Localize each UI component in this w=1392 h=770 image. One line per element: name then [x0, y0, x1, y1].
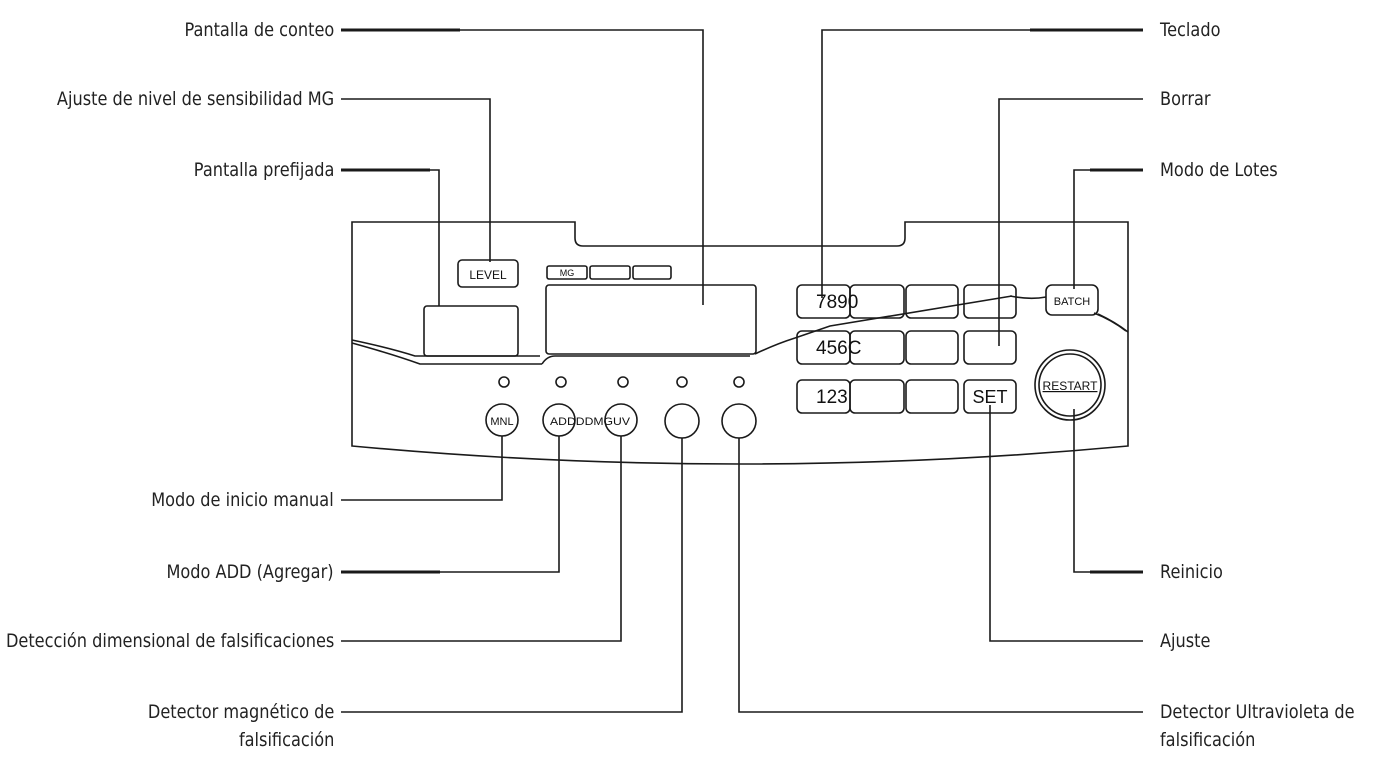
count-display [545, 284, 757, 355]
leader-detector-mag [341, 438, 683, 713]
indicator-2 [589, 265, 631, 280]
mnl-label: MNL [490, 416, 513, 428]
panel-waist-left [351, 339, 540, 357]
restart-button-outer[interactable] [1034, 349, 1106, 421]
callout-modo-inicio-manual: Modo de inicio manual [151, 489, 334, 511]
preset-display [423, 305, 519, 357]
leader-reinicio [1073, 409, 1143, 573]
panel-waist-left-lower [351, 342, 542, 365]
add-dd-mg-uv-label: ADDDDMGUV [550, 416, 631, 428]
batch-link [1009, 295, 1047, 300]
callout-detector-magnetico: Detector magnético de falsificación [147, 701, 334, 751]
leader-pantalla-prefijada [341, 169, 440, 306]
callout-borrar: Borrar [1160, 88, 1211, 110]
leader-detector-uv [738, 438, 1143, 713]
key-r1c2[interactable] [849, 284, 905, 319]
batch-label: BATCH [1054, 296, 1091, 308]
led-4 [676, 376, 688, 388]
led-3 [617, 376, 629, 388]
restart-button-inner [1038, 353, 1102, 417]
callout-teclado: Teclado [1160, 19, 1221, 41]
led-5 [733, 376, 745, 388]
batch-tail [1093, 312, 1127, 332]
key-row1-label: 7890 [816, 292, 858, 313]
leader-pantalla-conteo [341, 29, 704, 305]
callout-detector-uv: Detector Ultravioleta de falsificación [1160, 701, 1355, 751]
leader-ajuste-nivel [341, 98, 491, 262]
key-r1c3[interactable] [905, 284, 959, 319]
callout-ajuste-nivel: Ajuste de nivel de sensibilidad MG [56, 88, 334, 110]
mg-indicator [546, 265, 588, 280]
key-row2-label: 456C [816, 338, 861, 359]
callout-modo-add: Modo ADD (Agregar) [166, 561, 334, 583]
panel-outline [351, 221, 1129, 465]
key-r2c2[interactable] [849, 330, 905, 365]
mg-label: MG [560, 268, 575, 278]
key-r2c4[interactable] [963, 330, 1017, 365]
restart-label: RESTART [1043, 379, 1099, 393]
set-label: SET [972, 387, 1007, 407]
batch-button[interactable] [1045, 284, 1099, 316]
callout-pantalla-prefijada: Pantalla prefijada [193, 159, 334, 181]
indicator-3 [632, 265, 672, 280]
callout-ajuste: Ajuste [1160, 630, 1211, 652]
led-1 [498, 376, 510, 388]
mg-button[interactable] [664, 403, 700, 439]
panel-waist-link [541, 355, 750, 365]
leader-modo-add [341, 436, 560, 573]
key-r3c2[interactable] [849, 379, 905, 414]
key-row3-label: 123 [816, 387, 848, 408]
led-2 [555, 376, 567, 388]
leader-teclado [821, 29, 1143, 298]
callout-modo-lotes: Modo de Lotes [1160, 159, 1278, 181]
leader-modo-inicio [341, 436, 503, 501]
key-r2c3[interactable] [905, 330, 959, 365]
uv-button[interactable] [721, 403, 757, 439]
key-r1c4[interactable] [963, 284, 1017, 319]
level-label: LEVEL [469, 268, 507, 282]
leader-borrar [998, 98, 1143, 346]
callout-pantalla-conteo: Pantalla de conteo [184, 19, 334, 41]
leader-ajuste [989, 405, 1143, 642]
panel-waist-right [754, 295, 1013, 355]
level-button[interactable] [457, 259, 519, 288]
callout-reinicio: Reinicio [1160, 561, 1223, 583]
key-r3c3[interactable] [905, 379, 959, 414]
leader-deteccion-dim [341, 436, 622, 642]
callout-deteccion-dimensional: Detección dimensional de falsificaciones [5, 630, 334, 652]
leader-modo-lotes [1073, 169, 1143, 289]
